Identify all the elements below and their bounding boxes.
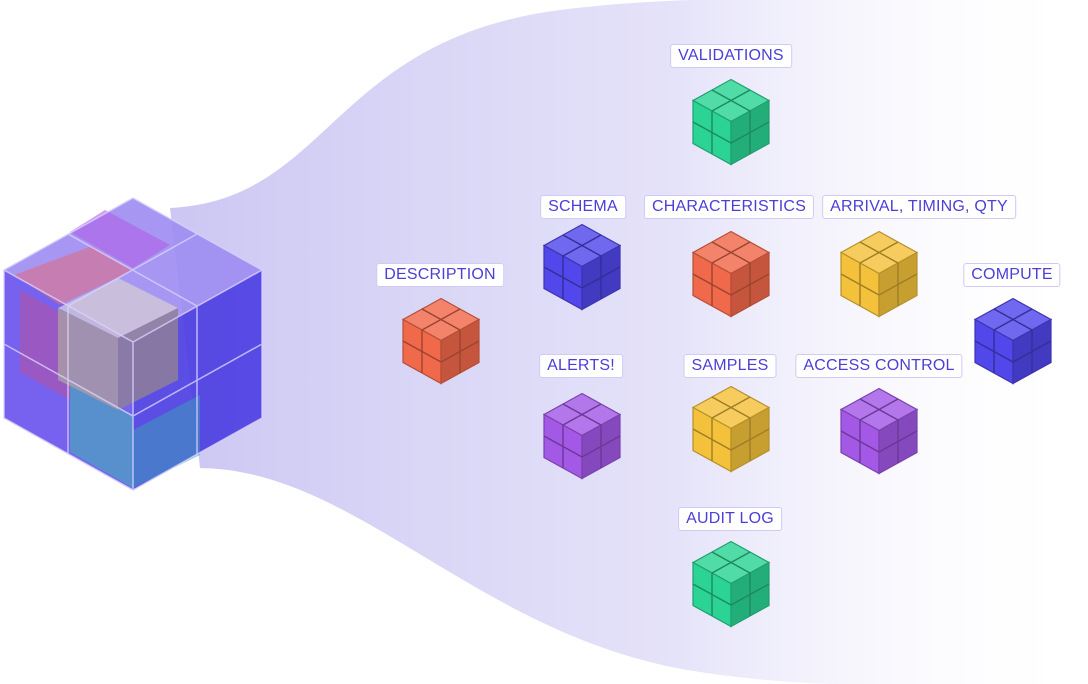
label-samples: SAMPLES <box>683 354 777 378</box>
alerts-cube-icon <box>542 392 622 480</box>
composite-cube-icon <box>2 197 264 491</box>
access-control-cube-icon <box>839 387 919 475</box>
label-access-control: ACCESS CONTROL <box>795 354 963 378</box>
label-compute: COMPUTE <box>963 263 1061 287</box>
schema-cube-icon <box>542 223 622 311</box>
arrival-cube-icon <box>839 230 919 318</box>
label-arrival: ARRIVAL, TIMING, QTY <box>822 195 1016 219</box>
label-validations: VALIDATIONS <box>670 44 792 68</box>
label-audit-log: AUDIT LOG <box>678 507 782 531</box>
label-schema: SCHEMA <box>540 195 626 219</box>
validations-cube-icon <box>691 78 771 166</box>
characteristics-cube-icon <box>691 230 771 318</box>
label-characteristics: CHARACTERISTICS <box>643 195 815 219</box>
samples-cube-icon <box>691 385 771 473</box>
audit-log-cube-icon <box>691 540 771 628</box>
funnel-band <box>170 0 1088 684</box>
label-description: DESCRIPTION <box>376 263 504 287</box>
label-alerts: ALERTS! <box>539 354 623 378</box>
compute-cube-icon <box>973 297 1053 385</box>
description-cube-icon <box>401 297 481 385</box>
